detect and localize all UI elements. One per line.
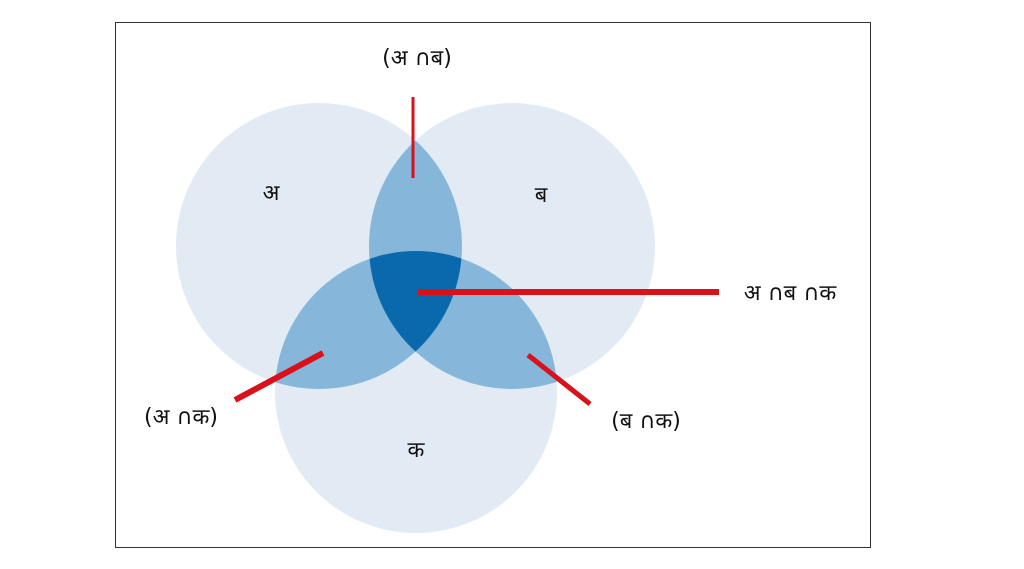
label-set-a: अ: [262, 181, 280, 206]
intersection-bc: [369, 251, 557, 389]
label-ab: (अ ∩ब): [382, 46, 452, 71]
label-set-c: क: [407, 438, 425, 463]
label-abc: अ ∩ब ∩क: [743, 281, 837, 306]
label-set-b: ब: [534, 183, 548, 208]
intersection-ac: [275, 251, 462, 389]
label-ac: (अ ∩क): [144, 405, 218, 430]
pointer-ac: [233, 350, 325, 403]
pointer-bc: [526, 353, 592, 406]
diagram-frame: [115, 22, 871, 548]
label-bc: (ब ∩क): [611, 409, 681, 434]
